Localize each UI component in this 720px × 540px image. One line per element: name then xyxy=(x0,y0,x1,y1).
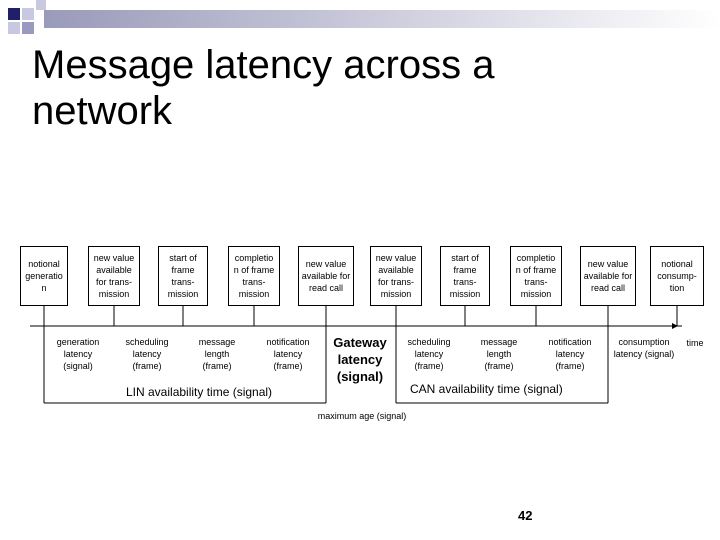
event-box-new-value-read-1: new value available for read call xyxy=(298,246,354,306)
event-box-completion-frame-1: completio n of frame trans- mission xyxy=(228,246,280,306)
time-axis-label: time xyxy=(686,338,704,348)
page-title: Message latency across a network xyxy=(32,43,495,133)
event-box-new-value-read-2: new value available for read call xyxy=(580,246,636,306)
gateway-latency-label: Gateway latency (signal) xyxy=(333,335,387,384)
segment-label-notification-latency-2: notification latency (frame) xyxy=(548,337,592,371)
segment-label-message-length-1: message length (frame) xyxy=(198,337,236,371)
event-box-completion-frame-2: completio n of frame trans- mission xyxy=(510,246,562,306)
segment-label-message-length-2: message length (frame) xyxy=(480,337,518,371)
segment-label-scheduling-latency-2: scheduling latency (frame) xyxy=(407,337,451,371)
event-box-start-frame-2: start of frame trans- mission xyxy=(440,246,490,306)
segment-label-generation-latency: generation latency (signal) xyxy=(56,337,100,371)
page-number: 42 xyxy=(518,508,533,523)
event-box-notional-generation: notional generatio n xyxy=(20,246,68,306)
segment-label-consumption-latency: consumption latency (signal) xyxy=(613,337,675,359)
segment-label-scheduling-latency-1: scheduling latency (frame) xyxy=(125,337,169,371)
event-box-new-value-trans-1: new value available for trans- mission xyxy=(88,246,140,306)
lin-availability-label: LIN availability time (signal) xyxy=(126,385,273,399)
maximum-age-label: maximum age (signal) xyxy=(317,411,407,421)
header-decoration xyxy=(8,0,720,34)
event-box-start-frame-1: start of frame trans- mission xyxy=(158,246,208,306)
event-box-new-value-trans-2: new value available for trans- mission xyxy=(370,246,422,306)
can-availability-label: CAN availability time (signal) xyxy=(410,382,563,396)
segment-label-notification-latency-1: notification latency (frame) xyxy=(266,337,310,371)
event-box-notional-consumption: notional consump- tion xyxy=(650,246,704,306)
